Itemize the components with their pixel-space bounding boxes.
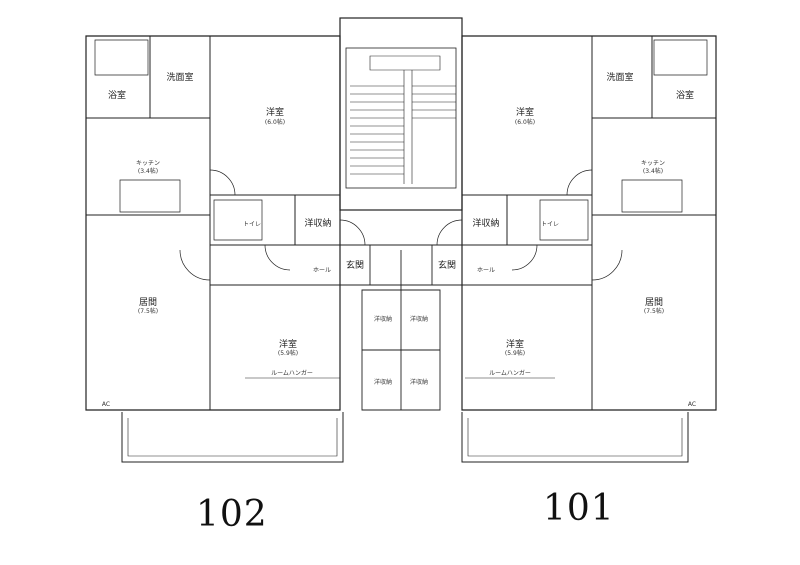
balcony-right [461,412,689,463]
label-toilet-left: トイレ [243,221,261,228]
stair-treads [350,55,456,184]
label-living-left: 居間 [139,297,157,308]
size-western-tl: (6.0帖) [265,118,285,126]
label-entry-left: 玄関 [346,259,364,271]
label-toilet-right: トイレ [541,221,559,228]
size-living-right: (7.5帖) [644,307,664,315]
label-wash-left: 洗面室 [166,71,193,83]
label-western-bl: 洋室 [279,338,297,350]
label-wash-right: 洗面室 [606,71,633,83]
label-kitchen-right: キッチン [641,160,665,167]
label-hanger-right: ルームハンガー [489,369,531,377]
door-swings [179,169,623,281]
label-living-right: 居間 [645,297,663,308]
size-western-bl: (5.9帖) [278,349,298,357]
size-kitchen-right: (3.4帖) [643,167,663,175]
central-closets [340,244,462,411]
label-western-tl: 洋室 [266,106,284,118]
walls-left [85,36,340,410]
label-hall-right: ホール [477,267,495,274]
label-ac-right: AC [688,401,696,408]
label-entry-right: 玄関 [438,259,456,271]
size-western-br: (5.9帖) [505,349,525,357]
label-western-br: 洋室 [506,338,524,350]
label-bath-right: 浴室 [676,89,694,101]
unit-number-right: 101 [543,488,615,529]
label-kitchen-left: キッチン [136,160,160,167]
label-closet-c4: 洋収納 [410,378,428,386]
label-closet-c1: 洋収納 [374,315,392,323]
stair-block [339,17,463,211]
size-western-tr: (6.0帖) [515,118,535,126]
label-bath-left: 浴室 [108,89,126,101]
label-hall-left: ホール [313,267,331,274]
label-closet-right: 洋収納 [472,217,499,229]
walls-right [462,36,717,410]
size-kitchen-left: (3.4帖) [138,167,158,175]
label-hanger-left: ルームハンガー [271,369,313,377]
unit-number-left: 102 [196,494,268,535]
label-ac-left: AC [102,401,110,408]
label-closet-c3: 洋収納 [374,378,392,386]
label-western-tr: 洋室 [516,106,534,118]
balcony-left [121,412,344,463]
label-closet-c2: 洋収納 [410,315,428,323]
label-closet-left: 洋収納 [304,217,331,229]
size-living-left: (7.5帖) [138,307,158,315]
